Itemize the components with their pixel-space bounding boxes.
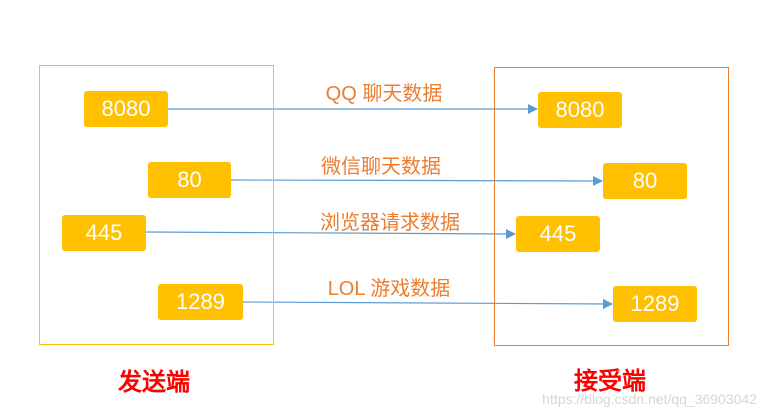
flow-arrow-browser xyxy=(145,228,516,239)
flow-label-lol: LOL 游戏数据 xyxy=(327,278,451,300)
receiver-title: 接受端 xyxy=(574,366,646,395)
sender-port-8080: 8080 xyxy=(84,91,168,127)
receiver-port-80: 80 xyxy=(603,163,687,199)
receiver-port-1289: 1289 xyxy=(613,286,697,322)
sender-port-1289: 1289 xyxy=(158,284,243,320)
receiver-port-8080: 8080 xyxy=(538,92,622,128)
flow-arrow-wechat xyxy=(230,175,603,186)
sender-port-80: 80 xyxy=(148,162,231,198)
sender-frame xyxy=(39,65,274,345)
flow-label-wechat: 微信聊天数据 xyxy=(321,156,441,178)
sender-port-445: 445 xyxy=(62,215,146,251)
flow-arrow-lol xyxy=(242,298,613,309)
watermark: https://blog.csdn.net/qq_36903042 xyxy=(542,391,757,407)
sender-title: 发送端 xyxy=(118,367,190,396)
flow-label-qq: QQ 聊天数据 xyxy=(325,83,443,105)
receiver-port-445: 445 xyxy=(516,216,600,252)
receiver-frame xyxy=(494,67,729,346)
flow-label-browser: 浏览器请求数据 xyxy=(320,212,460,234)
